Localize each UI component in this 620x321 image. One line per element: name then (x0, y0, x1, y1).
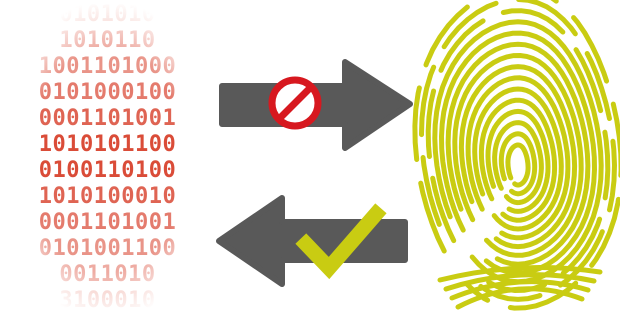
no-entry-icon (272, 80, 318, 126)
fingerprint-ridge (508, 145, 528, 185)
fingerprint-icon (415, 0, 620, 308)
